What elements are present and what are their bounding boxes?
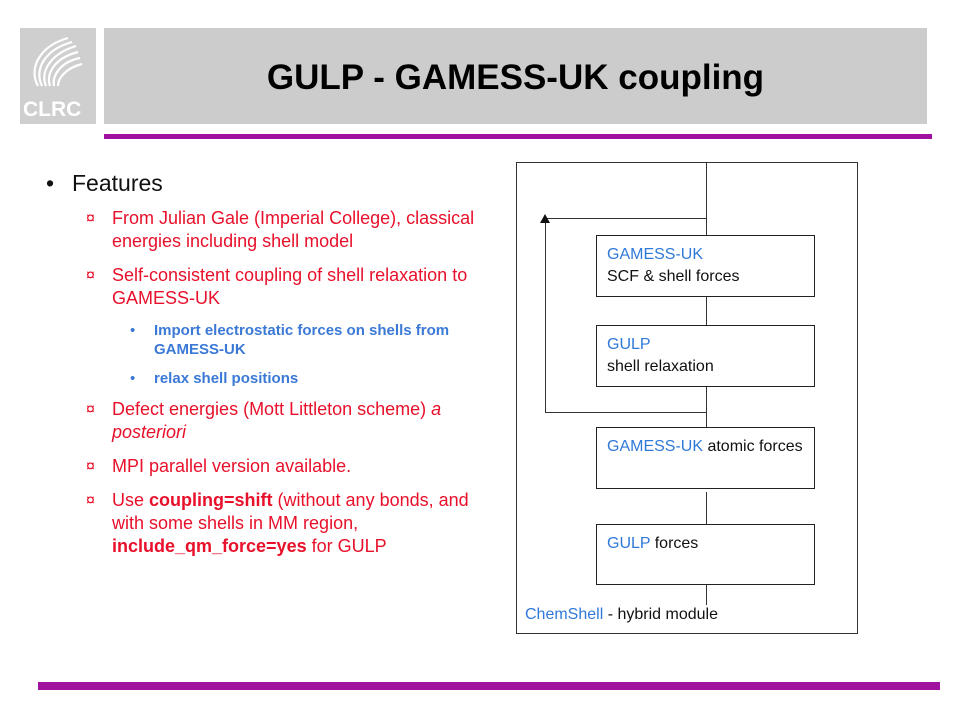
logo-text: CLRC — [23, 98, 82, 121]
bullet-features: • Features — [40, 170, 500, 197]
title-bar — [104, 28, 927, 124]
sub-bullet: ¤ Self-consistent coupling of shell rela… — [40, 264, 500, 310]
box-title: GULP — [607, 535, 651, 552]
bullet-dot-icon: • — [46, 170, 55, 196]
logo-swirl-icon — [33, 36, 83, 87]
connector-line — [706, 585, 707, 605]
sub-bullet: ¤ Defect energies (Mott Littleton scheme… — [40, 398, 500, 444]
sub-bullet-text: Self-consistent coupling of shell relaxa… — [112, 265, 468, 308]
currency-bullet-icon: ¤ — [86, 210, 95, 227]
chemshell-diagram-frame — [516, 162, 858, 634]
sub-bullet: ¤ MPI parallel version available. — [40, 455, 500, 478]
diagram-caption: ChemShell - hybrid module — [525, 606, 718, 624]
bottom-divider — [38, 682, 940, 690]
sub-bullet-text: for GULP — [306, 536, 387, 556]
keyword-include-qm-force: include_qm_force=yes — [112, 536, 307, 556]
box-text: forces — [650, 535, 699, 552]
sub-sub-bullet: • relax shell positions — [40, 369, 500, 388]
keyword-coupling: coupling=shift — [149, 490, 273, 510]
box-gamess-atomic: GAMESS-UK atomic forces — [596, 427, 815, 489]
box-text: atomic forces — [703, 438, 803, 455]
box-gamess-scf: GAMESS-UK SCF & shell forces — [596, 235, 815, 297]
box-text: shell relaxation — [607, 358, 714, 375]
loop-line — [545, 218, 707, 219]
loop-line — [545, 222, 546, 412]
sub-bullet: ¤ Use coupling=shift (without any bonds,… — [40, 489, 500, 558]
caption-rest: - hybrid module — [603, 606, 718, 623]
box-title: GAMESS-UK — [607, 438, 704, 455]
currency-bullet-icon: ¤ — [86, 401, 95, 418]
sub-sub-bullet: • Import electrostatic forces on shells … — [40, 321, 500, 359]
box-gulp-forces: GULP forces — [596, 524, 815, 585]
sub-bullet-text: (without any bonds, and with some shells… — [112, 490, 469, 533]
italic-text: a posteriori — [112, 399, 442, 442]
sub-bullet: ¤ From Julian Gale (Imperial College), c… — [40, 207, 500, 253]
bullet-dot-icon: • — [130, 370, 136, 387]
currency-bullet-icon: ¤ — [86, 492, 95, 509]
top-divider — [104, 134, 932, 139]
box-gulp-relaxation: GULP shell relaxation — [596, 325, 815, 387]
sub-bullet-text: From Julian Gale (Imperial College), cla… — [112, 208, 475, 251]
loop-line — [545, 412, 707, 413]
sub-bullet-text: Defect energies (Mott Littleton scheme) — [112, 399, 432, 419]
bullet-list: • Features ¤ From Julian Gale (Imperial … — [40, 170, 500, 569]
arrow-up-icon — [540, 214, 550, 223]
sub-sub-bullet-text: Import electrostatic forces on shells fr… — [154, 322, 450, 358]
box-title: GAMESS-UK — [607, 246, 704, 263]
currency-bullet-icon: ¤ — [86, 458, 95, 475]
sub-sub-bullet-text: relax shell positions — [154, 370, 299, 387]
currency-bullet-icon: ¤ — [86, 267, 95, 284]
sub-bullet-text: Use — [112, 490, 150, 510]
slide-title: GULP - GAMESS-UK coupling — [266, 58, 765, 97]
connector-line — [706, 297, 707, 325]
connector-line — [706, 163, 707, 235]
bullet-text: Features — [72, 170, 163, 196]
box-title: GULP — [607, 336, 651, 353]
box-text: SCF & shell forces — [607, 268, 740, 285]
connector-line — [706, 492, 707, 524]
clrc-logo: CLRC — [20, 28, 96, 124]
bullet-dot-icon: • — [130, 322, 136, 339]
caption-chemshell: ChemShell — [525, 606, 604, 623]
connector-line — [706, 387, 707, 427]
sub-bullet-text: MPI parallel version available. — [112, 456, 352, 476]
